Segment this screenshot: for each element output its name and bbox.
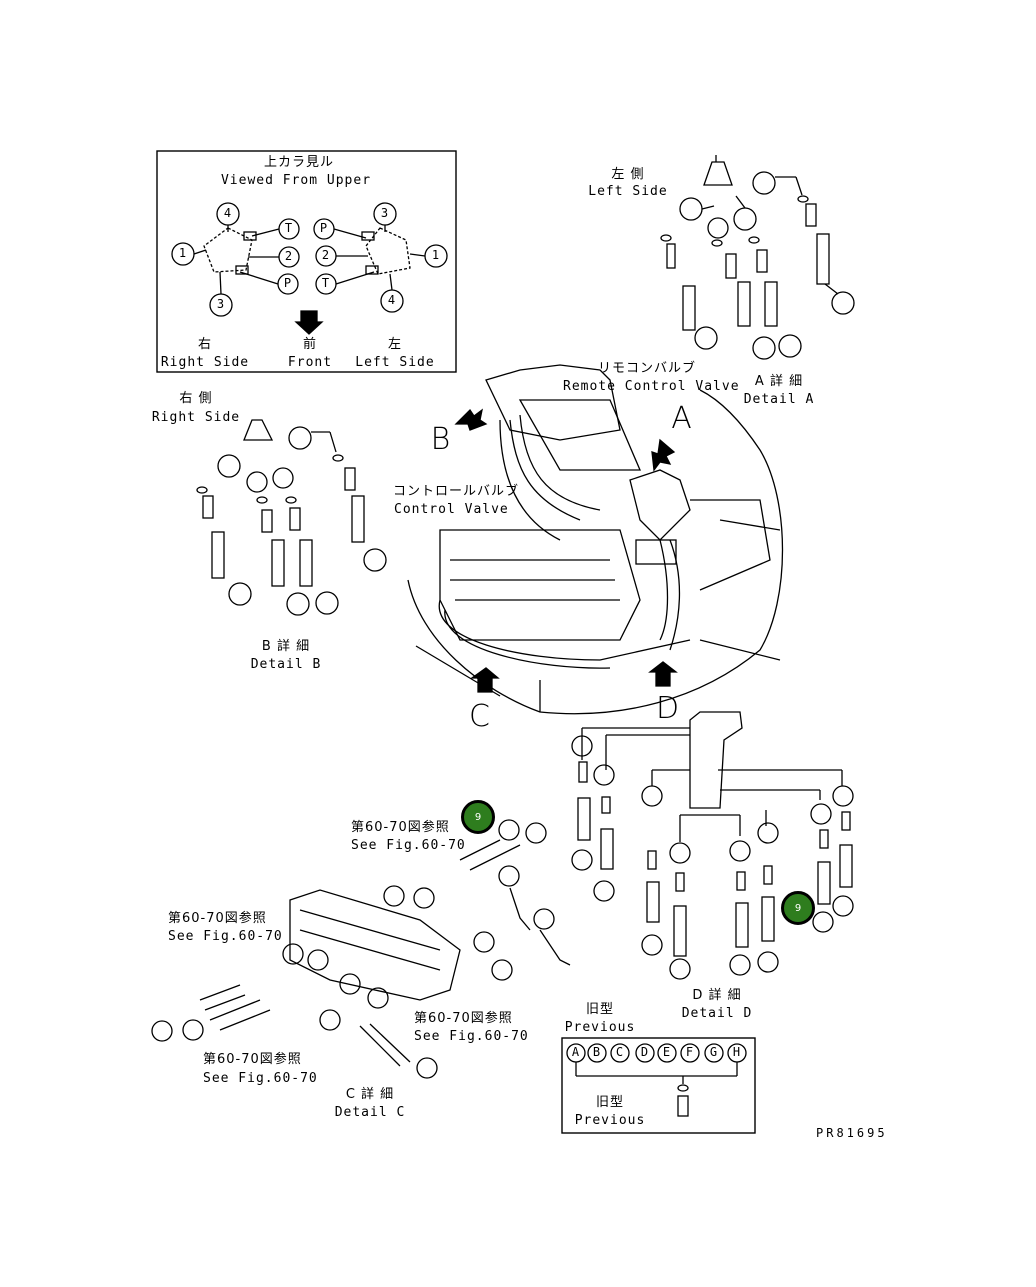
callout-badge[interactable]: 9 xyxy=(461,800,495,834)
detail-d-parts xyxy=(571,711,854,980)
see-fig-4-jp: 第60-70図参照 xyxy=(203,1052,302,1067)
see-fig-4-en: See Fig.60-70 xyxy=(203,1071,318,1086)
see-fig-1-en: See Fig.60-70 xyxy=(351,838,466,853)
top-view-right-jp: 右 xyxy=(197,337,213,352)
previous-letter: H xyxy=(732,1045,742,1059)
control-valve-jp: コントロールバルブ xyxy=(393,484,520,499)
top-view-right-en: Right Side xyxy=(160,355,250,370)
detail-c-jp: C 詳 細 xyxy=(345,1087,395,1102)
top-view-front-en: Front xyxy=(287,355,333,370)
previous-letter: G xyxy=(709,1045,719,1059)
port-label: P xyxy=(319,221,329,235)
previous-letter: D xyxy=(640,1045,650,1059)
port-label: 1 xyxy=(178,246,188,260)
detail-b-parts xyxy=(196,419,387,616)
callout-d: D xyxy=(655,691,681,726)
top-view-frame xyxy=(156,150,457,373)
detail-d-en: Detail D xyxy=(681,1006,753,1021)
port-label: 4 xyxy=(223,206,233,220)
top-view-front-jp: 前 xyxy=(302,337,318,352)
detail-a-parts xyxy=(660,155,855,360)
see-fig-3-en: See Fig.60-70 xyxy=(414,1029,529,1044)
see-fig-2-en: See Fig.60-70 xyxy=(168,929,283,944)
detail-a-jp: A 詳 細 xyxy=(754,374,804,389)
detail-c-en: Detail C xyxy=(334,1105,406,1120)
port-label: P xyxy=(283,276,293,290)
see-fig-2-jp: 第60-70図参照 xyxy=(168,911,267,926)
see-fig-1-jp: 第60-70図参照 xyxy=(351,820,450,835)
previous-letter: C xyxy=(615,1045,625,1059)
control-valve-en: Control Valve xyxy=(394,502,509,517)
port-label: T xyxy=(321,276,331,290)
previous-top-jp: 旧型 xyxy=(585,1002,615,1017)
port-label: 2 xyxy=(284,249,294,263)
drawing-number: PR81695 xyxy=(816,1126,888,1140)
see-fig-3-jp: 第60-70図参照 xyxy=(414,1011,513,1026)
callout-c-arrow-icon xyxy=(469,667,500,693)
top-view-title-en: Viewed From Upper xyxy=(220,173,372,188)
callout-b: B xyxy=(430,422,452,457)
port-label: 3 xyxy=(216,297,226,311)
top-view-left-valve xyxy=(313,202,448,313)
detail-c-parts xyxy=(151,819,571,1079)
previous-letter: A xyxy=(571,1045,581,1059)
top-view-left-jp: 左 xyxy=(387,337,403,352)
callout-badge[interactable]: 9 xyxy=(781,891,815,925)
top-view-title-jp: 上カラ見ル xyxy=(263,155,335,170)
detail-b-jp: B 詳 細 xyxy=(261,639,311,654)
right-side-jp: 右 側 xyxy=(179,391,213,406)
previous-box xyxy=(561,1037,756,1134)
port-label: 1 xyxy=(431,248,441,262)
port-label: T xyxy=(284,221,294,235)
detail-a-en: Detail A xyxy=(743,392,815,407)
left-side-en: Left Side xyxy=(588,184,668,199)
previous-box-jp: 旧型 xyxy=(595,1095,625,1110)
previous-letter: E xyxy=(662,1045,672,1059)
left-side-jp: 左 側 xyxy=(611,167,645,182)
port-label: 3 xyxy=(380,206,390,220)
detail-d-jp: D 詳 細 xyxy=(692,988,742,1003)
previous-box-en: Previous xyxy=(574,1113,646,1128)
port-label: 4 xyxy=(387,293,397,307)
callout-c: C xyxy=(469,699,491,734)
remote-valve-jp: リモコンバルブ xyxy=(598,361,697,376)
remote-valve-en: Remote Control Valve xyxy=(563,379,740,394)
previous-top-en: Previous xyxy=(564,1020,636,1035)
right-side-en: Right Side xyxy=(151,410,241,425)
callout-a-arrow-icon xyxy=(651,438,676,472)
callout-d-arrow-icon xyxy=(648,661,678,687)
top-view-right-valve xyxy=(171,202,300,317)
callout-b-arrow-icon xyxy=(454,408,488,431)
port-label: 2 xyxy=(321,248,331,262)
front-arrow-icon xyxy=(294,310,324,335)
detail-b-en: Detail B xyxy=(250,657,322,672)
previous-letter: B xyxy=(592,1045,602,1059)
callout-a: A xyxy=(671,401,693,436)
previous-letter: F xyxy=(685,1045,695,1059)
top-view-left-en: Left Side xyxy=(355,355,435,370)
